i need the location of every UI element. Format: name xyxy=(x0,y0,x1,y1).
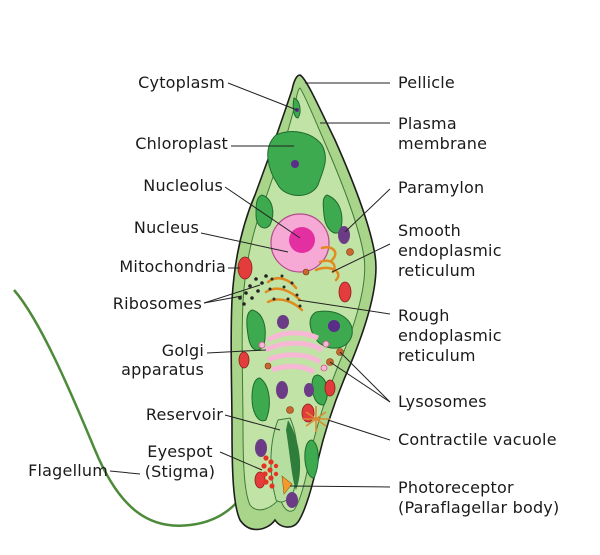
label-ribosomes: Ribosomes xyxy=(112,294,202,313)
label-photoreceptor-line2: (Paraflagellar body) xyxy=(398,498,560,517)
golgi-vesicles xyxy=(258,340,330,372)
rough-er-ribosomes xyxy=(268,274,302,308)
smooth-er xyxy=(314,246,340,282)
label-golgi-line2: apparatus xyxy=(121,360,204,379)
label-reservoir: Reservoir xyxy=(145,405,223,424)
chloroplasts xyxy=(246,97,353,479)
leader-lines xyxy=(109,82,391,488)
label-photoreceptor-line1: Photoreceptor xyxy=(398,478,514,497)
eyespot xyxy=(261,455,279,489)
label-rer-line1: Rough xyxy=(398,306,450,325)
label-eyespot-line1: Eyespot xyxy=(147,442,213,461)
label-eyespot-line2: (Stigma) xyxy=(144,462,216,481)
mitochondria xyxy=(237,256,352,489)
label-nucleus: Nucleus xyxy=(133,218,199,237)
label-ser-line1: Smooth xyxy=(398,221,461,240)
label-golgi-line1: Golgi xyxy=(161,341,204,360)
label-paramylon: Paramylon xyxy=(398,178,485,197)
label-rer-line3: reticulum xyxy=(398,346,476,365)
label-ser-line2: endoplasmic xyxy=(398,241,502,260)
photoreceptor xyxy=(281,475,293,495)
label-chloroplast: Chloroplast xyxy=(135,134,228,153)
label-mitochondria: Mitochondria xyxy=(119,257,226,276)
label-pellicle: Pellicle xyxy=(398,73,455,92)
label-plasma-line1: Plasma xyxy=(398,114,457,133)
label-nucleolus: Nucleolus xyxy=(143,176,223,195)
label-rer-line2: endoplasmic xyxy=(398,326,502,345)
ribosomes xyxy=(238,274,268,306)
label-ser-line3: reticulum xyxy=(398,261,476,280)
label-flagellum: Flagellum xyxy=(28,461,108,480)
label-cytoplasm: Cytoplasm xyxy=(138,73,225,92)
contractile-vacuole xyxy=(302,406,330,432)
reservoir-dark xyxy=(286,420,301,490)
label-lysosomes: Lysosomes xyxy=(398,392,487,411)
golgi-apparatus xyxy=(264,330,324,375)
rough-er xyxy=(264,277,304,312)
label-plasma-line2: membrane xyxy=(398,134,488,153)
nucleolus xyxy=(289,227,315,253)
label-contractile-vacuole: Contractile vacuole xyxy=(398,430,557,449)
